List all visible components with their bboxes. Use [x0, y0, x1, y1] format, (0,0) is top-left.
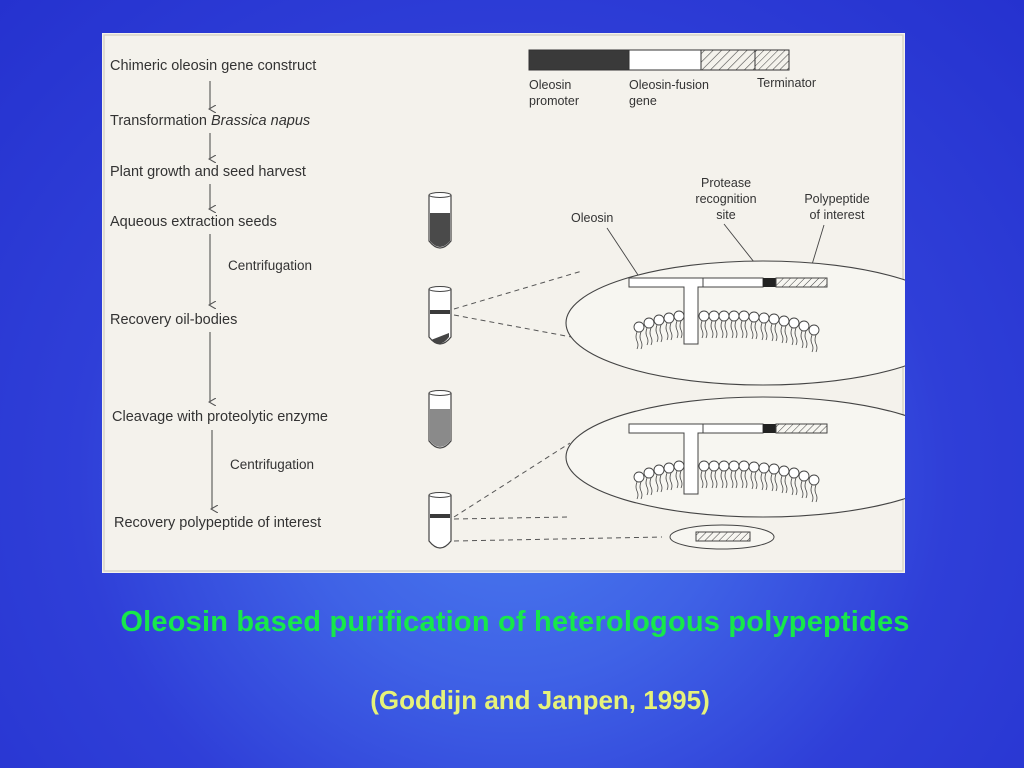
step-chimeric-gene: Chimeric oleosin gene construct: [110, 58, 316, 74]
test-tube-oil-bodies: [428, 286, 452, 345]
step-brassica-napus: Brassica napus: [211, 113, 310, 129]
step-aqueous-extraction: Aqueous extraction seeds: [110, 214, 277, 230]
step-transformation: Transformation Brassica napus: [110, 113, 310, 129]
step-recovery-oil-bodies: Recovery oil-bodies: [110, 312, 237, 328]
test-tube-cleavage: [428, 390, 452, 449]
oil-body-before-cleavage: [565, 260, 905, 386]
slide-caption: Oleosin based purification of heterologo…: [120, 606, 910, 638]
test-tube-extract: [428, 192, 452, 249]
label-fusion-gene-1: Oleosin-fusion: [629, 78, 709, 92]
test-tube-polypeptide: [428, 492, 452, 549]
slide-citation: (Goddijn and Janpen, 1995): [370, 685, 710, 715]
gene-construct-diagram: Oleosin promoter Oleosin-fusion gene Ter…: [528, 49, 816, 108]
label-protease-2: recognition: [695, 192, 756, 206]
centrifugation-label-1: Centrifugation: [228, 258, 312, 273]
label-protease-1: Protease: [701, 176, 751, 190]
label-oleosin: Oleosin: [571, 211, 613, 225]
label-oleosin-promoter-1: Oleosin: [529, 78, 571, 92]
step-plant-growth: Plant growth and seed harvest: [110, 164, 306, 180]
label-polypeptide-1: Polypeptide: [804, 192, 869, 206]
oil-body-after-cleavage: [565, 396, 905, 518]
label-protease-3: site: [716, 208, 736, 222]
released-polypeptide: [669, 524, 775, 550]
step-recovery-polypeptide: Recovery polypeptide of interest: [114, 515, 321, 531]
label-terminator: Terminator: [757, 76, 816, 90]
step-transformation-text: Transformation: [110, 113, 211, 129]
label-fusion-gene-2: gene: [629, 94, 657, 108]
scanned-figure: Chimeric oleosin gene construct Transfor…: [102, 33, 905, 573]
label-polypeptide-2: of interest: [810, 208, 865, 222]
label-oleosin-promoter-2: promoter: [529, 94, 579, 108]
centrifugation-label-2: Centrifugation: [230, 457, 314, 472]
step-cleavage: Cleavage with proteolytic enzyme: [112, 409, 328, 425]
